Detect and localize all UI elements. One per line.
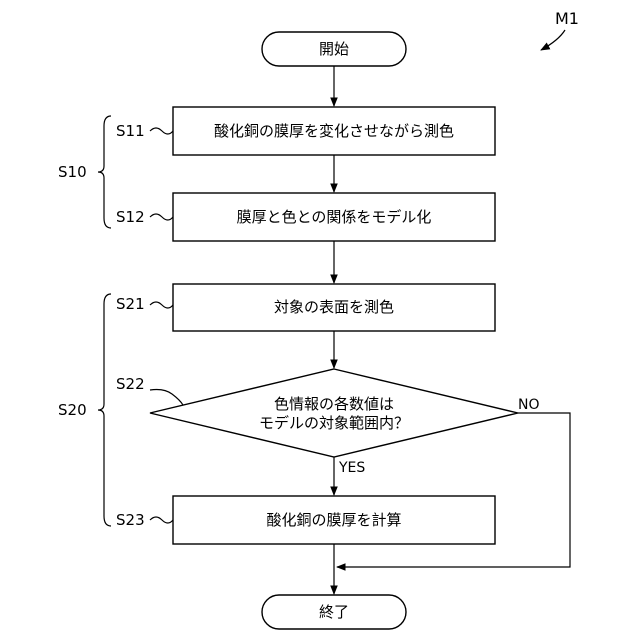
s11-step-label: S11 — [116, 122, 145, 140]
s10-group-brace — [98, 116, 111, 228]
s21-text: 対象の表面を測色 — [274, 298, 394, 316]
s22-leader-line — [150, 390, 183, 406]
s23-leader-line — [150, 517, 173, 523]
s12-process-box: 膜厚と色との関係をモデル化 — [173, 193, 495, 241]
s21-process-box: 対象の表面を測色 — [173, 284, 495, 331]
s22-step-label: S22 — [116, 375, 145, 393]
s12-step-label: S12 — [116, 208, 145, 226]
s12-text: 膜厚と色との関係をモデル化 — [237, 208, 432, 226]
s10-group-label: S10 — [58, 163, 87, 181]
end-node: 終了 — [262, 595, 406, 629]
s21-step-label: S21 — [116, 295, 145, 313]
s20-group-label: S20 — [58, 401, 87, 419]
s23-process-box: 酸化銅の膜厚を計算 — [173, 496, 495, 544]
yes-branch-label: YES — [338, 460, 365, 476]
s22-decision-diamond: 色情報の各数値は モデルの対象範囲内？ — [150, 369, 518, 457]
end-text: 終了 — [319, 603, 349, 621]
s11-process-box: 酸化銅の膜厚を変化させながら測色 — [173, 107, 495, 155]
s20-group-brace — [98, 294, 111, 526]
s11-leader-line — [150, 128, 173, 134]
s23-step-label: S23 — [116, 511, 145, 529]
figure-label-arrow — [541, 30, 565, 50]
s21-leader-line — [150, 302, 173, 308]
s11-text: 酸化銅の膜厚を変化させながら測色 — [214, 122, 454, 140]
s22-text-line2: モデルの対象範囲内？ — [259, 414, 409, 432]
start-text: 開始 — [319, 40, 349, 58]
figure-label: M1 — [555, 9, 579, 28]
start-node: 開始 — [262, 32, 406, 66]
s12-leader-line — [150, 214, 173, 220]
s22-text-line1: 色情報の各数値は — [274, 395, 394, 413]
no-branch-label: NO — [518, 397, 540, 413]
s23-text: 酸化銅の膜厚を計算 — [266, 511, 401, 529]
